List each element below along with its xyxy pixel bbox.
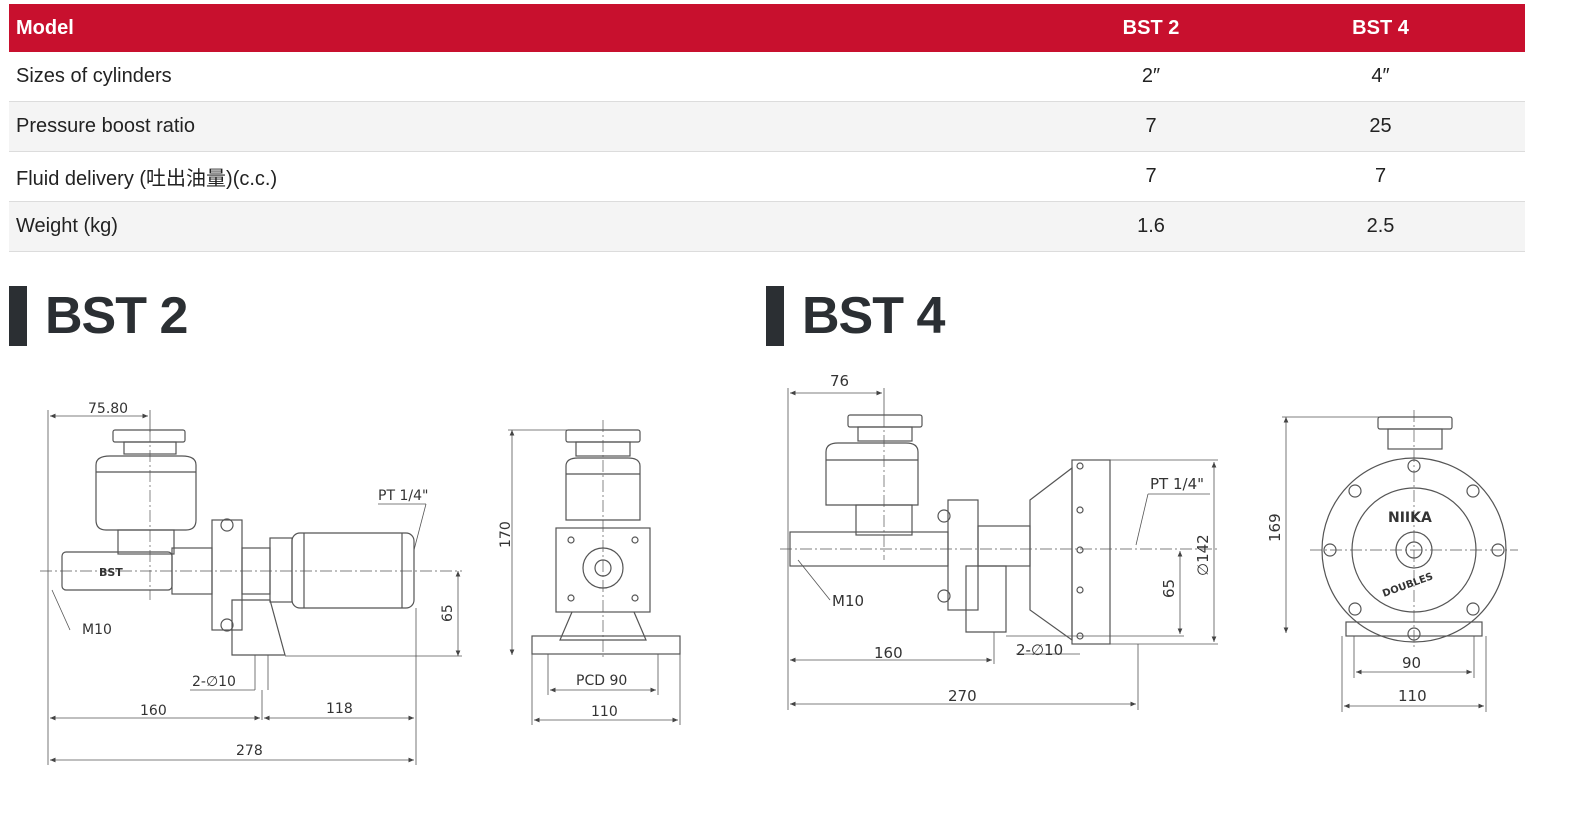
bst2-thread-label: M10	[82, 622, 112, 638]
row-label: Fluid delivery (吐出油量)(c.c.)	[9, 151, 1066, 202]
row-label: Pressure boost ratio	[9, 101, 1066, 152]
row-value-bst2: 7	[1066, 101, 1236, 152]
row-value-bst4: 7	[1236, 151, 1525, 202]
row-value-bst4: 4″	[1236, 52, 1525, 102]
bst4-end-view	[1282, 410, 1518, 712]
bst2-dim-65: 65	[440, 604, 456, 622]
bst4-dim-90: 90	[1402, 654, 1421, 672]
row-value-bst2: 7	[1066, 151, 1236, 202]
bst2-dim-110: 110	[591, 704, 618, 720]
bst4-dim-142: ∅142	[1194, 534, 1212, 576]
table-row: Pressure boost ratio 7 25	[9, 101, 1525, 152]
bst4-dim-76: 76	[830, 372, 849, 390]
bst4-thread-label: M10	[832, 592, 864, 610]
title-text: BST 4	[802, 287, 945, 345]
header-model: Model	[9, 4, 1066, 52]
bst4-dim-65: 65	[1160, 579, 1178, 598]
bst4-port-label: PT 1/4"	[1150, 475, 1204, 493]
bst2-holes-label: 2-∅10	[192, 674, 236, 690]
row-label: Weight (kg)	[9, 201, 1066, 252]
row-value-bst2: 1.6	[1066, 201, 1236, 252]
bst2-side-view	[40, 410, 462, 765]
row-label: Sizes of cylinders	[9, 52, 1066, 102]
bst4-side-view	[780, 388, 1220, 710]
bst4-dim-270: 270	[948, 687, 977, 705]
bst2-dim-75-80: 75.80	[88, 401, 128, 417]
bst2-dim-170: 170	[498, 521, 514, 548]
bst2-dim-160: 160	[140, 703, 167, 719]
table-row: Weight (kg) 1.6 2.5	[9, 201, 1525, 252]
header-bst2: BST 2	[1066, 4, 1236, 52]
bst4-dim-169: 169	[1266, 513, 1284, 542]
section-title-bst4: BST 4	[766, 286, 945, 346]
bst2-dim-278: 278	[236, 743, 263, 759]
title-accent-bar	[766, 286, 784, 346]
table-row: Sizes of cylinders 2″ 4″	[9, 52, 1525, 102]
table-row: Fluid delivery (吐出油量)(c.c.) 7 7	[9, 151, 1525, 202]
bst2-end-view	[508, 420, 681, 725]
row-value-bst4: 2.5	[1236, 201, 1525, 252]
title-text: BST 2	[45, 287, 188, 345]
bst4-dim-160: 160	[874, 644, 903, 662]
bst2-pcd-label: PCD 90	[576, 673, 627, 689]
bst4-holes-label: 2-∅10	[1016, 641, 1063, 659]
table-header-row: Model BST 2 BST 4	[9, 4, 1525, 52]
row-value-bst4: 25	[1236, 101, 1525, 152]
bst4-brand-label: NIIKA	[1388, 510, 1432, 526]
row-value-bst2: 2″	[1066, 52, 1236, 102]
section-title-bst2: BST 2	[9, 286, 188, 346]
title-accent-bar	[9, 286, 27, 346]
bst2-dim-118: 118	[326, 701, 353, 717]
spec-table: Model BST 2 BST 4 Sizes of cylinders 2″ …	[9, 4, 1525, 252]
bst4-dim-110: 110	[1398, 687, 1427, 705]
bst4-brand-sub-label: DOUBLES	[1381, 571, 1435, 599]
bst2-body-mark: BST	[99, 566, 123, 579]
header-bst4: BST 4	[1236, 4, 1525, 52]
bst2-port-label: PT 1/4"	[378, 488, 428, 504]
